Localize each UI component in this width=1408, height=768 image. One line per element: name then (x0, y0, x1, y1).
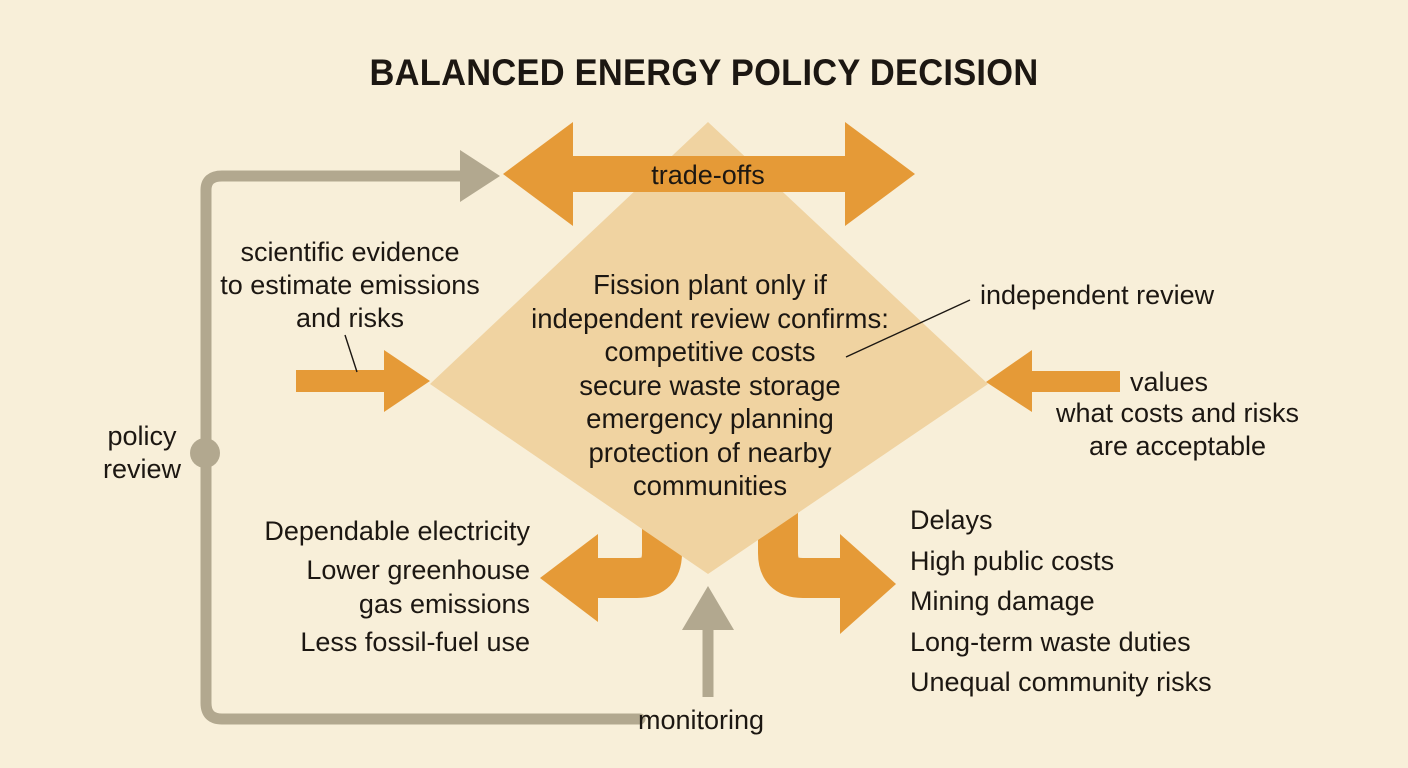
page-title: BALANCED ENERGY POLICY DECISION (369, 52, 1039, 93)
decision-line: competitive costs (604, 336, 816, 367)
costs-arrowhead (840, 534, 896, 634)
benefits-list: Dependable electricity Lower greenhouse … (264, 512, 530, 661)
decision-line: independent review confirms: (531, 302, 889, 334)
tradeoffs-double-arrow (503, 122, 915, 226)
decision-text: Fission plant only if independent review… (480, 268, 940, 503)
evidence-label: scientific evidence to estimate emission… (200, 236, 500, 335)
benefit-item: gas emissions (358, 589, 530, 619)
decision-line: secure waste storage (579, 369, 841, 401)
policy-review-line: review (102, 454, 182, 484)
evidence-leader-line (344, 334, 358, 373)
cost-item: Delays (910, 505, 993, 535)
evidence-line: to estimate emissions (220, 270, 480, 300)
policy-review-node (190, 438, 220, 468)
policy-review-line: policy (107, 421, 177, 451)
values-label: values (1130, 367, 1209, 397)
loop-arrowhead (460, 150, 500, 202)
evidence-arrow (296, 350, 430, 412)
decision-diamond (430, 122, 988, 574)
decision-line: protection of nearby (588, 436, 832, 468)
cost-item: Mining damage (910, 586, 1095, 616)
decision-line: Fission plant only if (593, 269, 827, 300)
monitoring-arrowhead (682, 586, 734, 630)
cost-item: High public costs (910, 545, 1115, 576)
costs-list: Delays High public costs Mining damage L… (910, 500, 1212, 703)
costs-arrow (758, 510, 850, 598)
monitoring-label: monitoring (638, 705, 765, 735)
values-line: what costs and risks (1055, 398, 1300, 428)
policy-review-label: policy review (90, 420, 194, 486)
benefits-arrowhead (540, 534, 598, 622)
tradeoffs-label: trade-offs (651, 160, 765, 190)
independent-review-label: independent review (980, 280, 1215, 310)
benefits-arrow (590, 510, 682, 598)
decision-line: emergency planning (586, 403, 834, 434)
cost-item: Long-term waste duties (910, 626, 1191, 657)
benefit-item: Less fossil-fuel use (300, 627, 530, 657)
values-arrow (986, 350, 1120, 412)
values-description: what costs and risks are acceptable (1040, 397, 1315, 463)
benefit-item: Lower greenhouse (306, 555, 530, 585)
values-line: are acceptable (1088, 431, 1267, 461)
cost-item: Unequal community risks (910, 667, 1212, 697)
decision-line: communities (632, 470, 788, 501)
benefit-item: Dependable electricity (264, 516, 530, 546)
independent-review-leader-line (845, 299, 971, 358)
evidence-line: scientific evidence (240, 237, 460, 267)
evidence-line: and risks (295, 303, 405, 333)
